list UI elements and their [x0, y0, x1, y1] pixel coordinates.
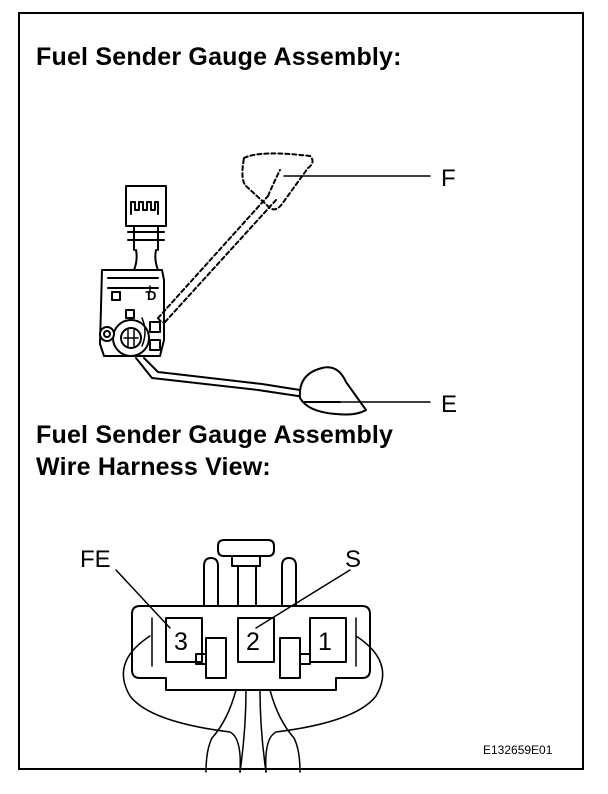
terminal-label-fe: FE — [80, 546, 111, 573]
svg-text:D: D — [147, 288, 156, 303]
harness-connector — [131, 539, 371, 691]
sender-gauge-body: D — [99, 269, 165, 357]
callout-label-f: F — [441, 165, 456, 192]
pin-number-2: 2 — [246, 628, 260, 656]
terminal-cavity-2 — [237, 617, 275, 663]
terminal-label-s: S — [345, 546, 362, 573]
float-arm-empty-position — [135, 357, 367, 416]
callout-label-e: E — [441, 391, 458, 418]
sender-assembly-heading: Fuel Sender Gauge Assembly: — [36, 43, 402, 71]
pin-number-3: 3 — [174, 628, 188, 656]
terminal-cavity-3 — [165, 617, 203, 663]
pin-number-1: 1 — [318, 628, 332, 656]
figure-reference-code: E132659E01 — [483, 743, 553, 757]
float-arm-full-position — [157, 152, 314, 324]
sender-connector-plug — [125, 185, 167, 251]
leader-line-s — [255, 569, 351, 629]
harness-view-heading-line1: Fuel Sender Gauge Assembly — [36, 421, 394, 449]
sender-lead-wires — [133, 249, 159, 271]
leader-line-fe — [115, 569, 171, 629]
diagram-frame — [18, 12, 584, 770]
harness-wires — [122, 635, 384, 773]
harness-view-heading-line2: Wire Harness View: — [36, 453, 271, 481]
terminal-cavity-1 — [309, 617, 347, 663]
